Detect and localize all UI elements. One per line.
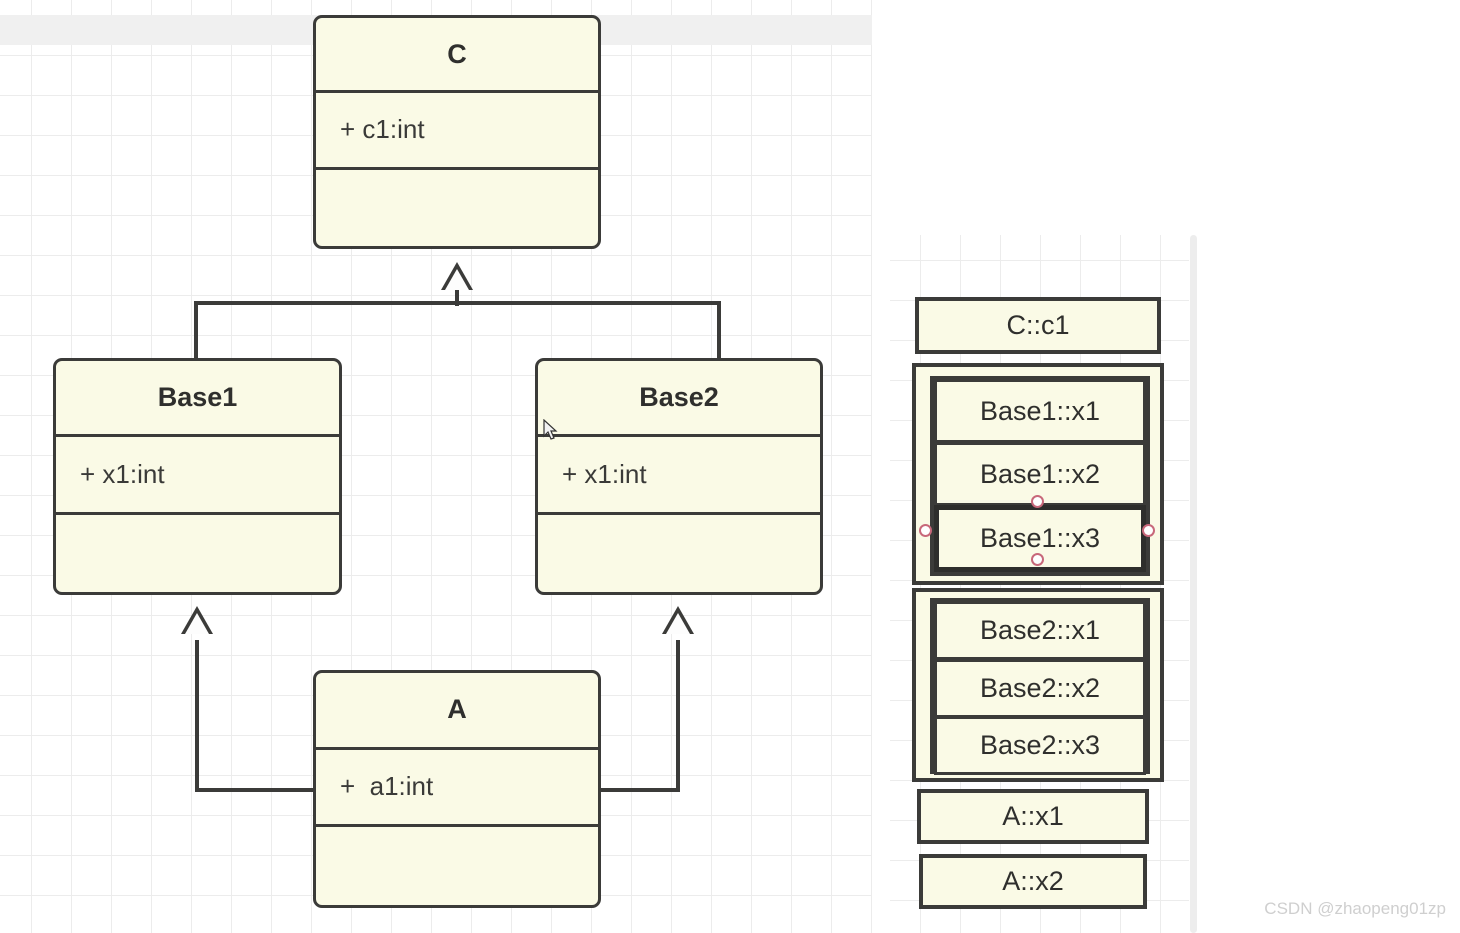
memory-slot-c-c1[interactable]: C::c1 (915, 297, 1161, 354)
uml-class-c[interactable]: C + c1:int (313, 15, 601, 249)
edge-a-base2-vertical (676, 640, 680, 792)
selection-handle-top[interactable] (1031, 495, 1044, 508)
uml-class-base1[interactable]: Base1 + x1:int (53, 358, 342, 595)
mouse-cursor (543, 419, 558, 440)
uml-class-a-name: A (316, 673, 598, 750)
edge-c-horizontal (194, 301, 721, 305)
memory-slot-base2-x2[interactable]: Base2::x2 (934, 659, 1146, 718)
uml-class-c-name: C (316, 18, 598, 94)
uml-class-base2-name: Base2 (538, 361, 820, 438)
uml-class-base1-attributes: + x1:int (56, 437, 339, 515)
edge-base2-riser (717, 301, 721, 359)
generalization-arrow-to-base2-fill (666, 613, 690, 634)
generalization-arrow-to-c-fill (445, 269, 469, 290)
selection-handle-bottom[interactable] (1031, 553, 1044, 566)
memory-slot-base2-x3[interactable]: Base2::x3 (934, 716, 1146, 775)
selection-handle-left[interactable] (919, 524, 932, 537)
uml-class-a[interactable]: A + a1:int (313, 670, 601, 908)
uml-class-c-operations (316, 170, 598, 246)
memory-group-base1[interactable]: Base1::x1 Base1::x2 Base1::x3 (912, 363, 1164, 585)
watermark-text: CSDN @zhaopeng01zp (1264, 899, 1446, 918)
uml-class-a-attributes: + a1:int (316, 750, 598, 828)
memory-slot-a-x1[interactable]: A::x1 (917, 789, 1149, 844)
memory-layout-scrollbar[interactable] (1190, 235, 1197, 933)
memory-slot-a-x2[interactable]: A::x2 (919, 854, 1147, 909)
uml-class-base1-operations (56, 515, 339, 592)
memory-slot-base2-x1[interactable]: Base2::x1 (934, 601, 1146, 660)
memory-group-base2-inner: Base2::x1 Base2::x2 Base2::x3 (930, 598, 1150, 775)
memory-group-base1-inner: Base1::x1 Base1::x2 Base1::x3 (930, 376, 1150, 576)
memory-slot-base1-x1[interactable]: Base1::x1 (934, 379, 1146, 443)
uml-class-base2-operations (538, 515, 820, 592)
edge-a-base1-horizontal (195, 788, 315, 792)
selection-handle-right[interactable] (1142, 524, 1155, 537)
uml-class-c-attributes: + c1:int (316, 93, 598, 170)
generalization-arrow-to-base1-fill (185, 613, 209, 634)
memory-group-base2[interactable]: Base2::x1 Base2::x2 Base2::x3 (912, 588, 1164, 782)
edge-base1-riser (194, 301, 198, 359)
uml-class-base1-name: Base1 (56, 361, 339, 438)
uml-class-a-operations (316, 827, 598, 905)
edge-a-base2-horizontal (599, 788, 680, 792)
edge-a-base1-vertical (195, 640, 199, 792)
uml-class-base2[interactable]: Base2 + x1:int (535, 358, 823, 595)
uml-class-base2-attributes: + x1:int (538, 437, 820, 515)
edge-c-stem (455, 290, 459, 306)
